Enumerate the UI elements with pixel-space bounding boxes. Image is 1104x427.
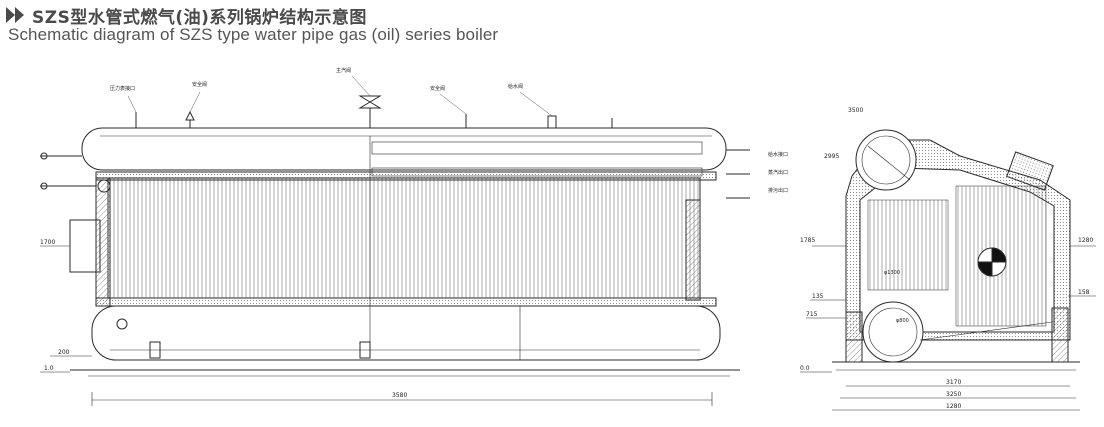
dim-end-left-3: 715 bbox=[806, 311, 818, 318]
label-diameter-upper: φ1300 bbox=[884, 270, 900, 276]
side-view-labels: 压力表接口 安全阀 主汽阀 安全阀 给水阀 给水接口 蒸汽出口 排污出口 170… bbox=[40, 67, 788, 399]
lower-drum bbox=[91, 305, 721, 361]
dim-end-top-1: 3500 bbox=[848, 107, 863, 114]
dim-end-left-2: 135 bbox=[812, 293, 824, 300]
side-view bbox=[40, 75, 750, 406]
label-diameter-lower: φ800 bbox=[896, 318, 909, 324]
dim-length: 3580 bbox=[392, 392, 407, 399]
dim-end-width-2: 3250 bbox=[946, 391, 961, 398]
dim-left-3: 1.0 bbox=[44, 365, 54, 372]
refractory-left bbox=[95, 177, 111, 307]
header: SZS型水管式燃气(油)系列锅炉结构示意图 Schematic diagram … bbox=[6, 4, 498, 45]
label-steam-outlet: 蒸汽出口 bbox=[768, 169, 788, 176]
dim-end-top-2: 2995 bbox=[824, 153, 839, 160]
dim-end-width-3: 1280 bbox=[946, 403, 961, 410]
label-main-steam-valve: 主汽阀 bbox=[336, 67, 351, 74]
end-upper-drum bbox=[855, 129, 917, 191]
label-blowdown-outlet: 排污出口 bbox=[768, 187, 788, 194]
refractory-right bbox=[685, 199, 701, 301]
end-view bbox=[800, 129, 1096, 411]
label-pressure-gauge: 压力表接口 bbox=[110, 85, 135, 92]
label-safety-valve-1: 安全阀 bbox=[192, 81, 207, 88]
end-lower-drum bbox=[862, 301, 924, 363]
tube-bank bbox=[107, 177, 701, 299]
title-chinese: SZS型水管式燃气(油)系列锅炉结构示意图 bbox=[32, 7, 367, 28]
title-english: Schematic diagram of SZS type water pipe… bbox=[8, 25, 499, 44]
dim-end-left-4: 0.0 bbox=[800, 365, 810, 372]
boiler-schematic: 压力表接口 安全阀 主汽阀 安全阀 给水阀 给水接口 蒸汽出口 排污出口 170… bbox=[40, 67, 1096, 411]
label-feed-valve: 给水阀 bbox=[508, 83, 523, 90]
dim-end-width-1: 3170 bbox=[946, 379, 961, 386]
dim-end-right-1: 1280 bbox=[1078, 237, 1093, 244]
title-row: SZS型水管式燃气(油)系列锅炉结构示意图 bbox=[6, 4, 498, 28]
dim-end-right-2: 158 bbox=[1078, 289, 1090, 296]
label-safety-valve-2: 安全阀 bbox=[430, 85, 445, 92]
dim-left-1: 1700 bbox=[40, 239, 55, 246]
label-feed-inlet: 给水接口 bbox=[768, 151, 788, 158]
end-view-labels: 3500 2995 1785 135 715 0.0 1280 158 3170… bbox=[800, 107, 1093, 410]
dim-left-2: 200 bbox=[58, 349, 70, 356]
upper-drum bbox=[81, 127, 727, 171]
dim-end-left-1: 1785 bbox=[800, 237, 815, 244]
double-arrow-icon bbox=[6, 7, 24, 23]
